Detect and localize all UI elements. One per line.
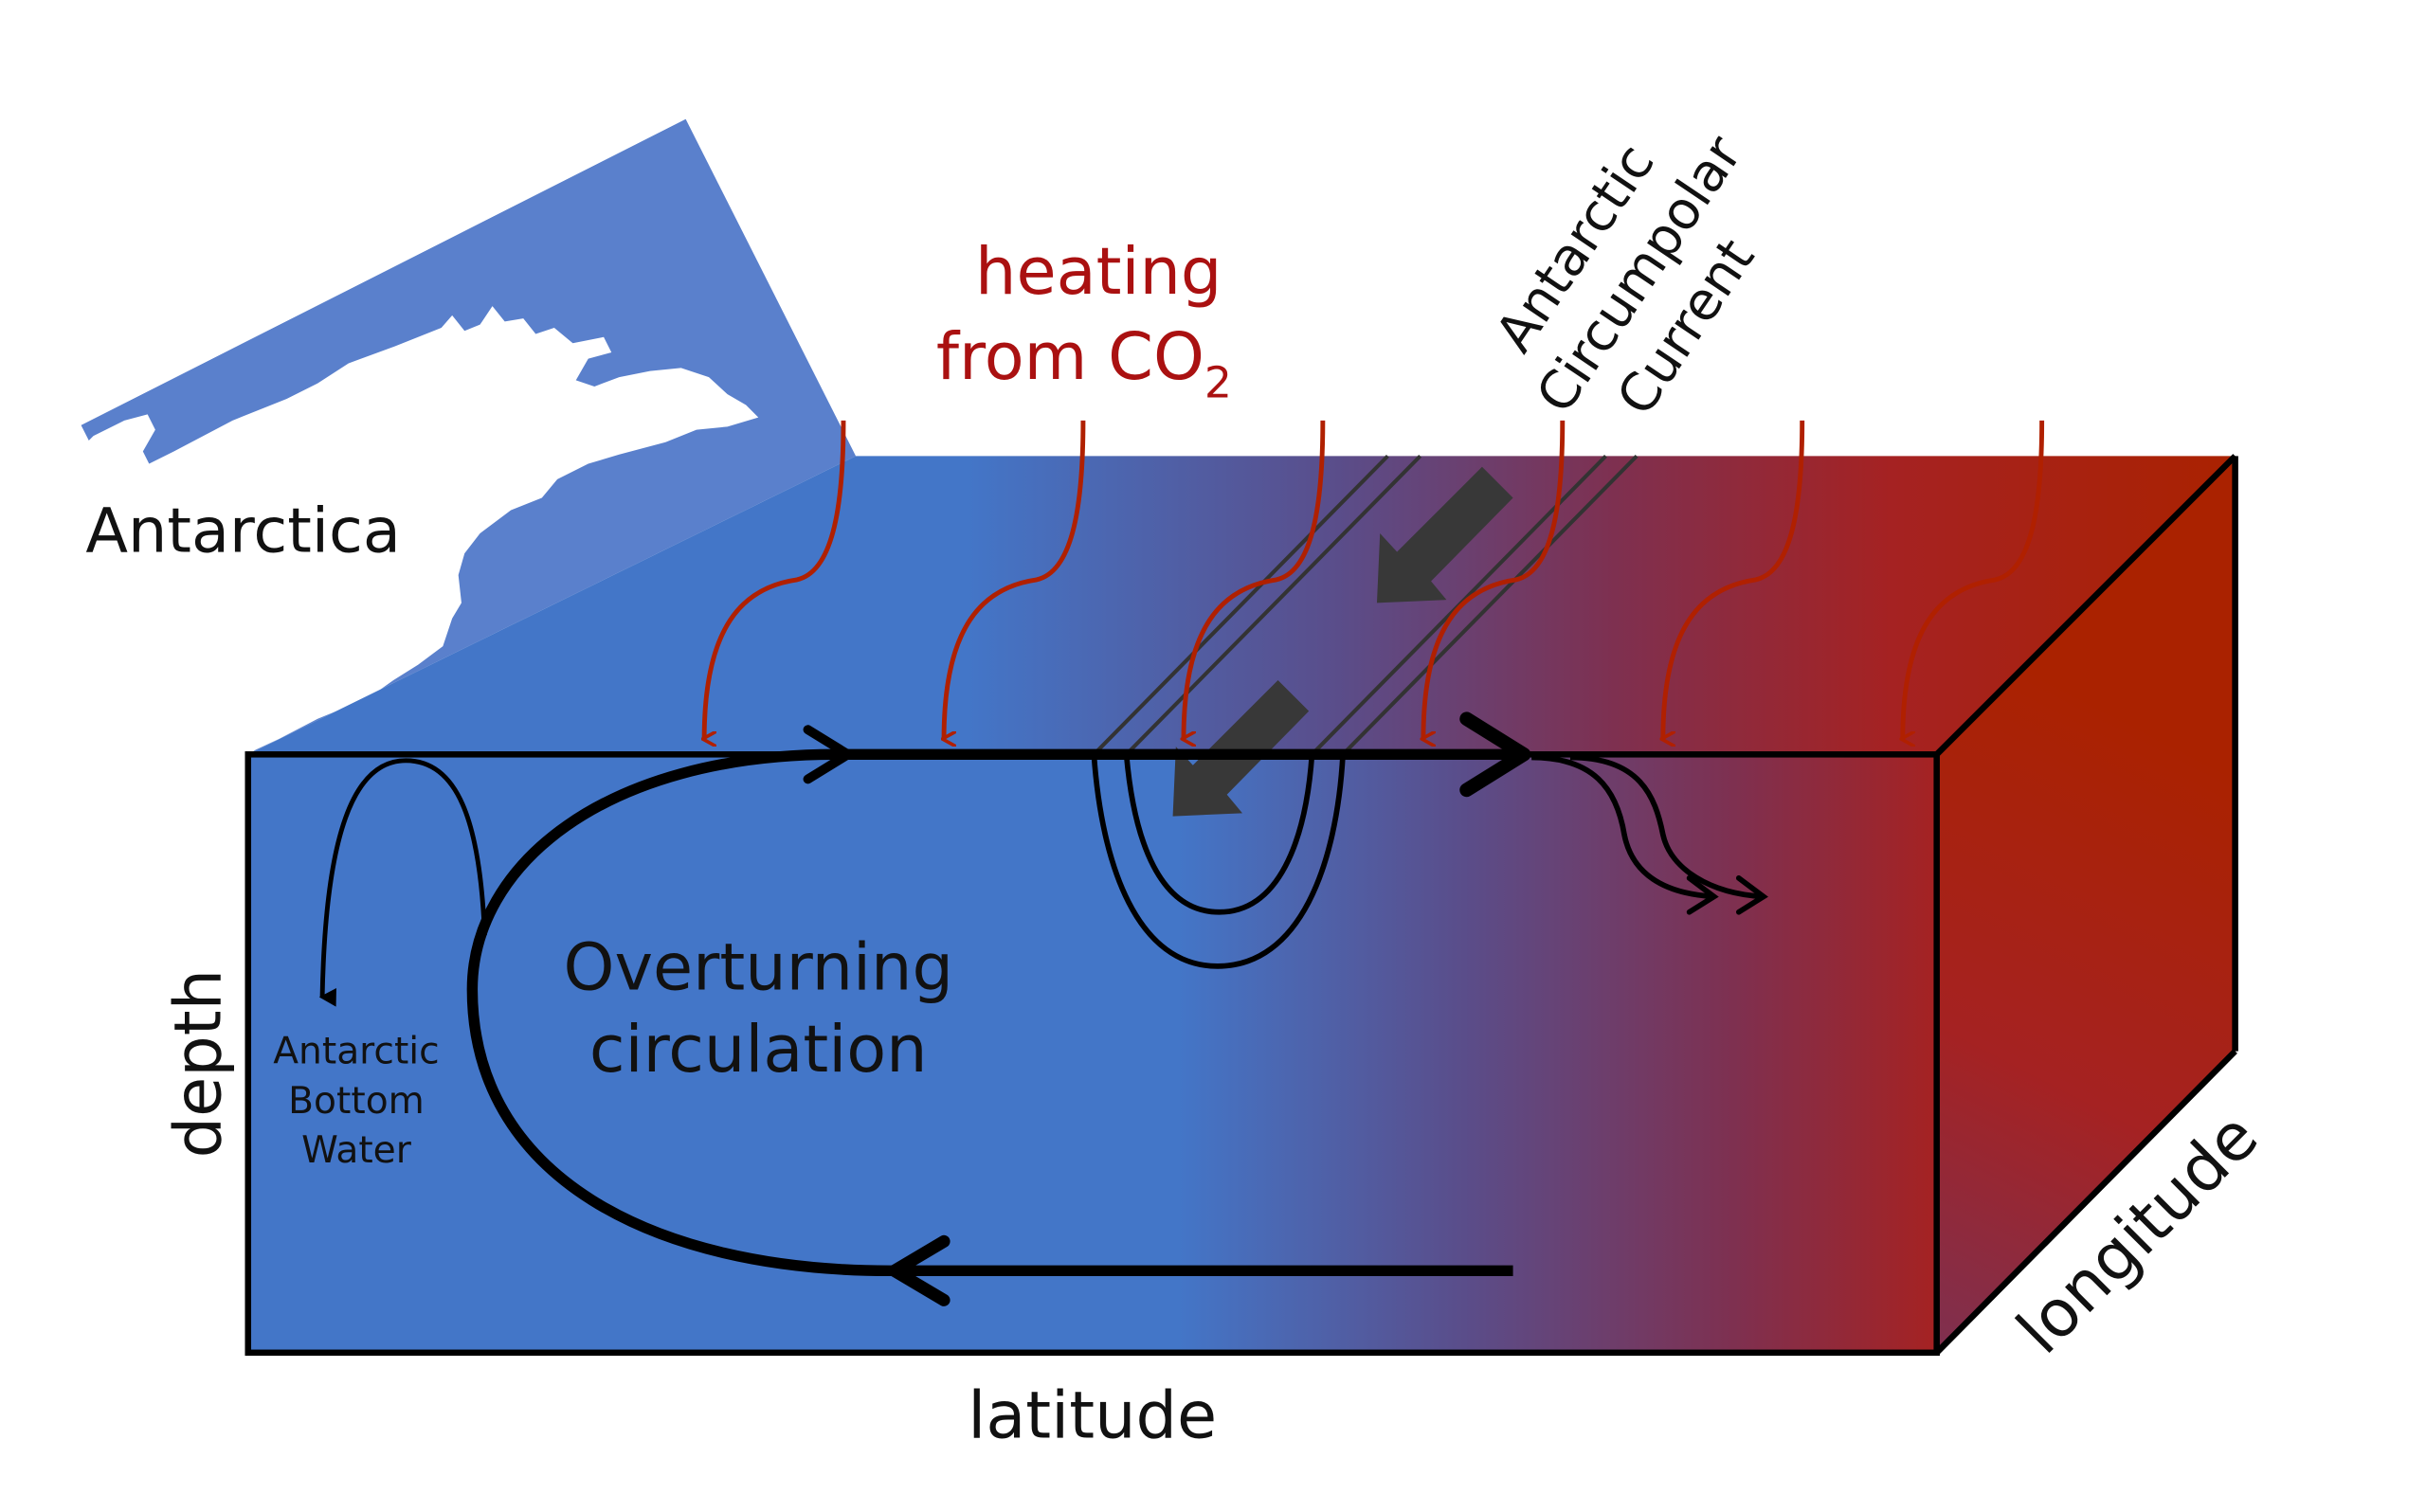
acc-label: Antarctic Circumpolar Current bbox=[1485, 125, 1767, 425]
background-cover bbox=[0, 0, 686, 425]
antarctica-landmass bbox=[81, 306, 759, 755]
overturning-label-line1: Overturning bbox=[564, 929, 953, 1005]
antarctica-label: Antarctica bbox=[85, 495, 400, 567]
overturning-label-line2: circulation bbox=[589, 1012, 928, 1088]
aabw-label-line1: Antarctic bbox=[273, 1031, 439, 1073]
acc-flow-arrow-2 bbox=[1172, 679, 1310, 817]
depth-axis-label: depth bbox=[160, 969, 236, 1158]
overturning-label: Overturning circulation bbox=[564, 929, 953, 1087]
aabw-label-line2: Bottom bbox=[288, 1080, 425, 1123]
acc-flow-arrow-1 bbox=[1376, 466, 1513, 603]
heating-label-main: from CO bbox=[936, 319, 1204, 395]
heating-label-line1: heating bbox=[975, 234, 1222, 310]
overturning-circulation bbox=[466, 711, 1531, 1306]
heating-label-subscript: 2 bbox=[1204, 357, 1232, 407]
heating-arrow bbox=[1184, 420, 1326, 739]
heating-label-line2: from CO2 bbox=[936, 319, 1232, 408]
heating-arrow bbox=[704, 420, 846, 739]
heating-arrow bbox=[1423, 420, 1566, 739]
heating-arrows bbox=[704, 420, 2045, 739]
heating-arrow bbox=[1903, 420, 2045, 739]
heating-arrow bbox=[1663, 420, 1805, 739]
latitude-axis-label: latitude bbox=[968, 1378, 1217, 1454]
aabw-label-line3: Water bbox=[301, 1129, 412, 1172]
aabw-flow bbox=[318, 758, 487, 1007]
heating-label: heating from CO2 bbox=[936, 234, 1232, 407]
acc-contours bbox=[1091, 754, 1346, 969]
aabw-label: Antarctic Bottom Water bbox=[273, 1031, 439, 1172]
front-face bbox=[247, 754, 1937, 1353]
subduction-arrows bbox=[1531, 754, 1768, 915]
heating-arrow bbox=[944, 420, 1086, 739]
